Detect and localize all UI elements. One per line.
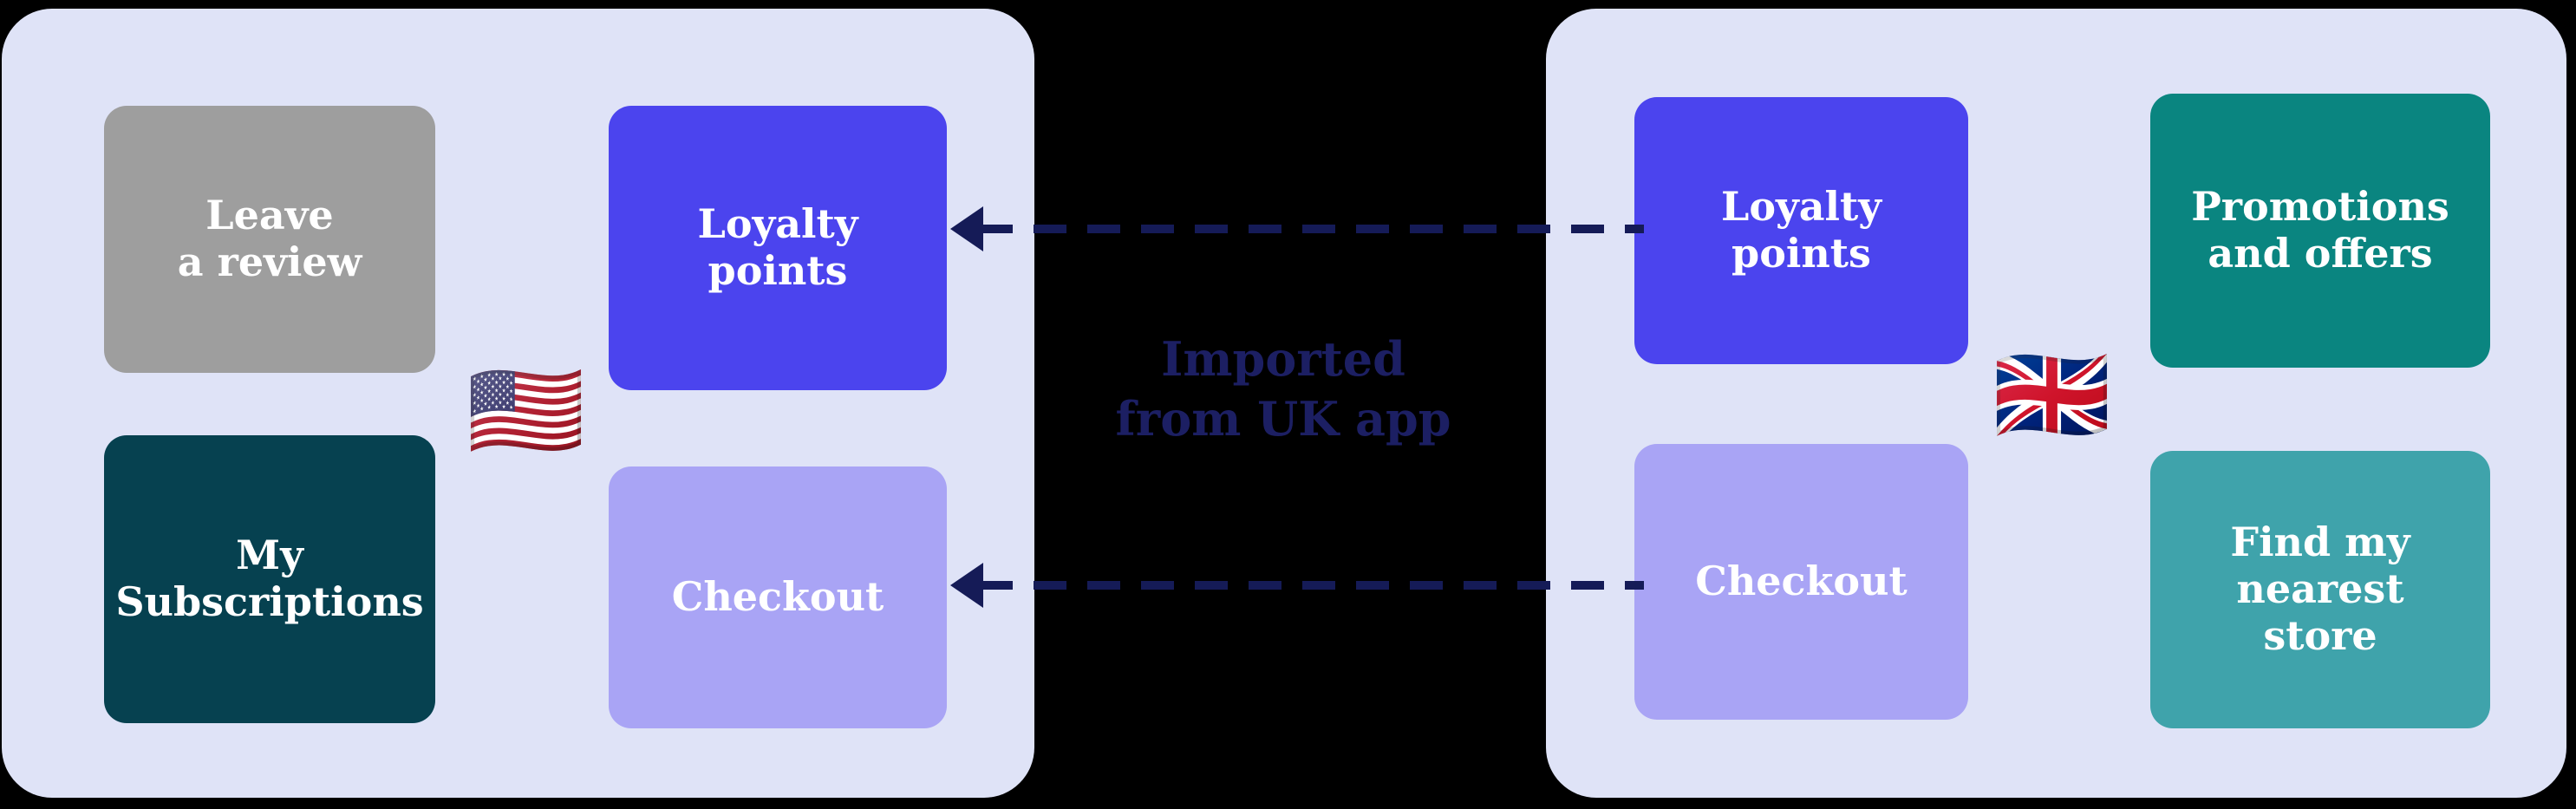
arrow-head-left-icon bbox=[950, 206, 983, 251]
united-kingdom-flag-icon: 🇬🇧 bbox=[1992, 339, 2111, 450]
dashed-line bbox=[980, 581, 1644, 590]
card-checkout-us[interactable]: Checkout bbox=[609, 466, 947, 728]
dashed-line bbox=[980, 225, 1644, 233]
card-find-my-nearest-store[interactable]: Find my nearest store bbox=[2150, 451, 2490, 728]
united-states-flag-icon: 🇺🇸 bbox=[466, 355, 585, 466]
us-app-panel: Leave a review Loyalty points My Subscri… bbox=[2, 9, 1034, 798]
card-leave-a-review[interactable]: Leave a review bbox=[104, 106, 435, 373]
card-promotions-and-offers[interactable]: Promotions and offers bbox=[2150, 94, 2490, 368]
import-caption-label: Imported from UK app bbox=[1115, 331, 1451, 447]
card-loyalty-points-uk[interactable]: Loyalty points bbox=[1634, 97, 1968, 364]
card-checkout-uk[interactable]: Checkout bbox=[1634, 444, 1968, 720]
card-my-subscriptions[interactable]: My Subscriptions bbox=[104, 435, 435, 723]
card-loyalty-points-us[interactable]: Loyalty points bbox=[609, 106, 947, 390]
arrow-head-left-icon bbox=[950, 563, 983, 608]
